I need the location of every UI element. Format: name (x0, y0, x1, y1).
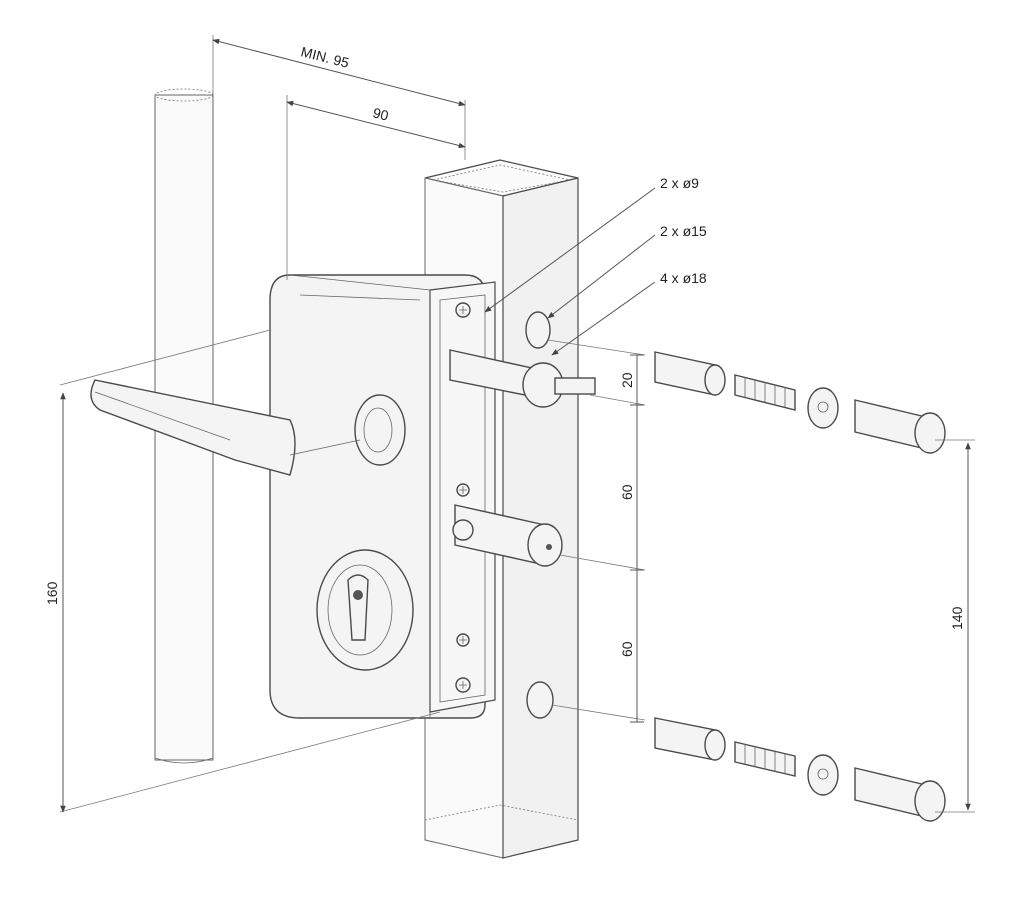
callout-holes-9-label: 2 x ø9 (660, 175, 699, 191)
handle (90, 379, 406, 476)
tube-holes (525, 311, 554, 719)
dim-chain-right: 20 60 60 (619, 354, 644, 723)
latch-bolt (449, 349, 596, 408)
dim-140: 140 (935, 439, 975, 813)
axis-line-upper (547, 339, 646, 356)
dim-60-upper-label: 60 (619, 484, 635, 500)
axis-line-latch (589, 394, 646, 406)
dim-min95-label: MIN. 95 (299, 43, 351, 70)
dim-60-lower-label: 60 (619, 641, 635, 657)
dead-bolt (452, 504, 563, 567)
axis-line-bolt (559, 554, 646, 571)
axis-line-lower (551, 704, 646, 721)
callout-holes-15-label: 2 x ø15 (660, 223, 707, 239)
fixing-set-upper (654, 351, 946, 454)
dim-20-label: 20 (619, 372, 635, 388)
dim-160-label: 160 (44, 581, 60, 605)
cylinder-escutcheon (316, 549, 414, 671)
callout-holes-18: 4 x ø18 (551, 270, 707, 356)
callout-holes-9: 2 x ø9 (484, 175, 699, 313)
callout-holes-18-label: 4 x ø18 (660, 270, 707, 286)
dim-min95: MIN. 95 (212, 35, 466, 160)
dim-90: 90 (286, 95, 466, 280)
dim-140-label: 140 (949, 606, 965, 630)
face-plate (429, 281, 496, 713)
dim-160: 160 (44, 329, 441, 813)
dim-90-label: 90 (371, 104, 390, 123)
fixing-set-lower (654, 717, 946, 822)
callout-holes-15: 2 x ø15 (547, 223, 707, 319)
